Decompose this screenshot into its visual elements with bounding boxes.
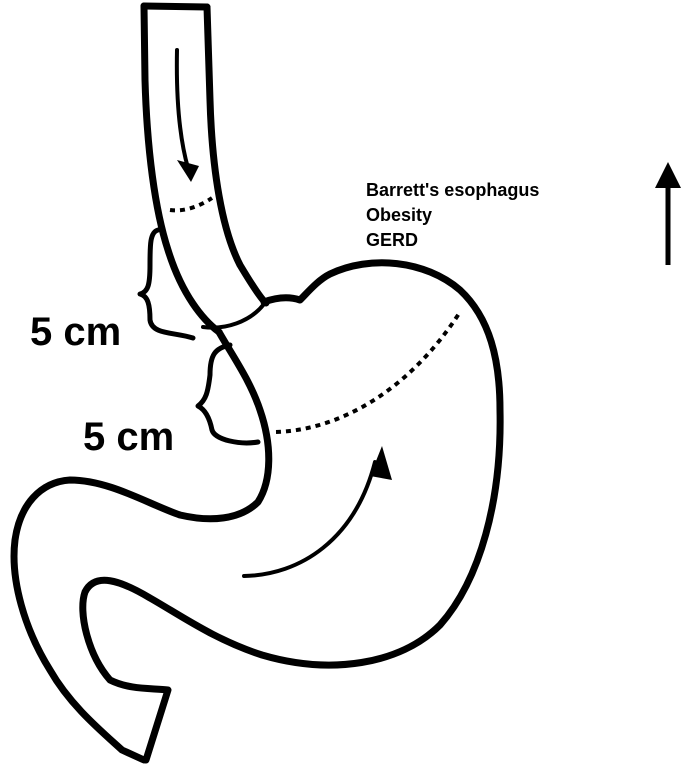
risk-factor-barretts: Barrett's esophagus — [366, 180, 539, 200]
esophagus-left-wall — [140, 2, 223, 336]
lower-brace — [195, 342, 261, 446]
up-arrow-icon — [655, 162, 681, 265]
stomach-dotted-line — [275, 310, 462, 434]
stomach-flow-arrow — [242, 460, 377, 578]
ge-junction-line — [201, 302, 266, 330]
stomach-arrowhead-icon — [370, 446, 392, 480]
stomach-lesser-curvature — [10, 328, 273, 764]
upper-brace — [137, 227, 196, 341]
risk-factor-obesity: Obesity — [366, 205, 432, 225]
esophagus-right-wall — [203, 3, 270, 307]
esophagus-dotted-line — [169, 196, 214, 213]
esophagus-arrowhead-icon — [177, 160, 199, 182]
stomach-greater-curvature — [79, 259, 504, 764]
esophagus-top-edge — [140, 2, 211, 11]
risk-factor-gerd: GERD — [366, 230, 418, 250]
lower-measure-label: 5 cm — [83, 415, 174, 459]
esophagus-flow-arrow — [174, 48, 190, 170]
upper-measure-label: 5 cm — [30, 310, 121, 354]
